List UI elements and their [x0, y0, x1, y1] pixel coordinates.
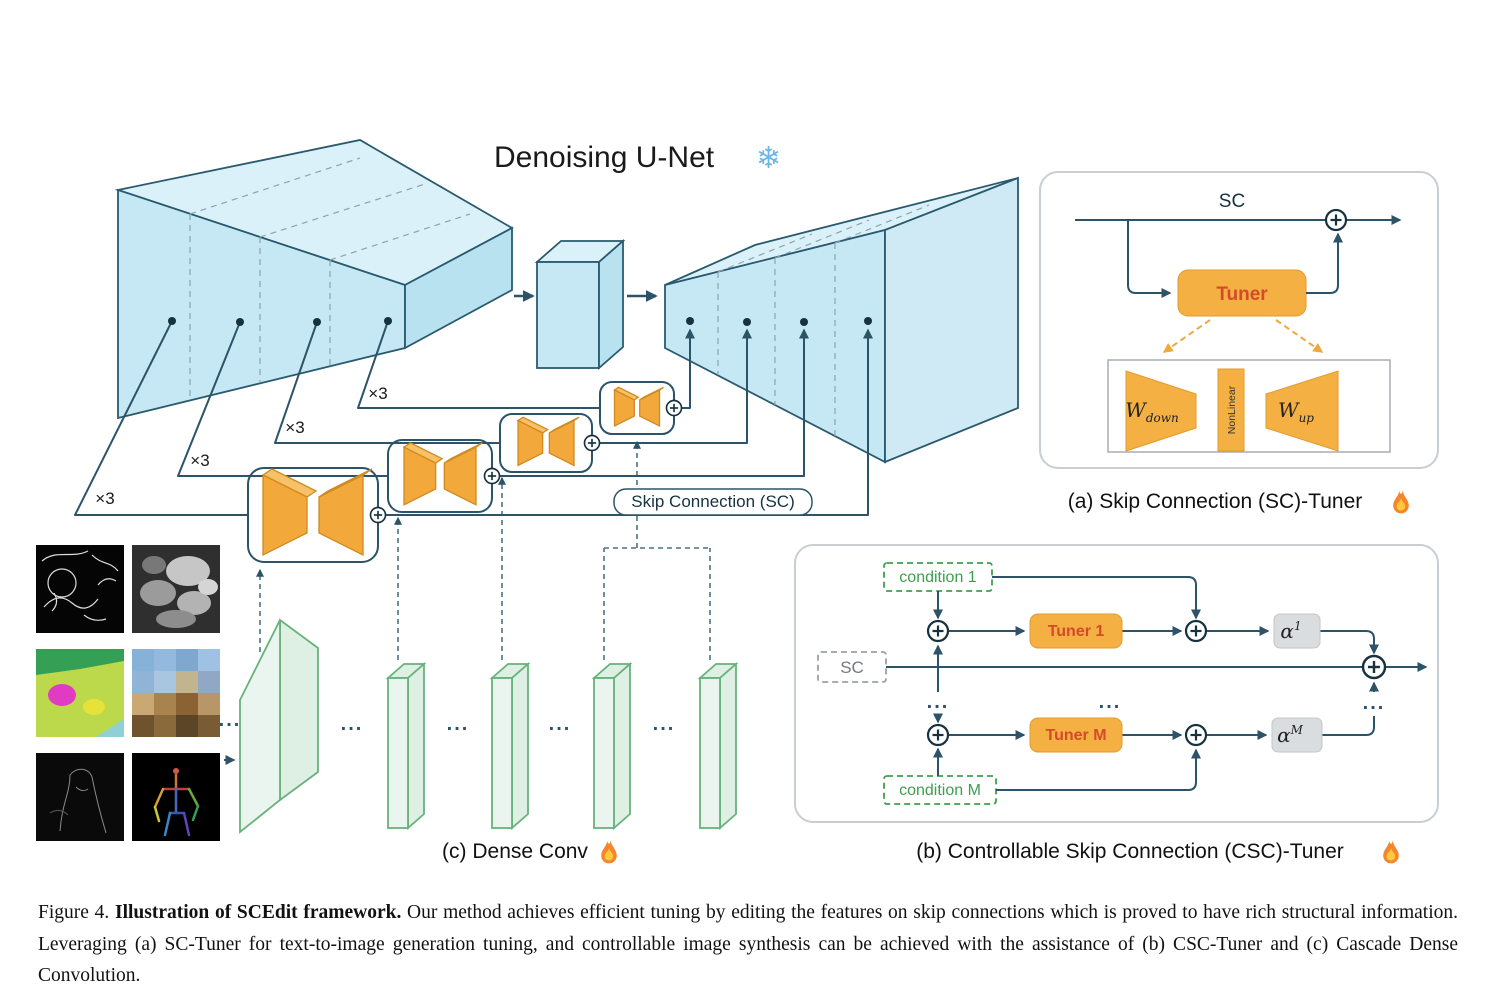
plus-circle-icon [1184, 619, 1208, 643]
snowflake-icon: ❄ [756, 142, 781, 175]
condition-image-contour-map [36, 753, 124, 841]
ellipsis: ... [447, 713, 470, 735]
skip-multiplier-label: ×3 [190, 451, 209, 470]
condition-image-grid [36, 545, 220, 841]
dense-trapezoid [239, 618, 319, 834]
nonlinear-block [1217, 368, 1245, 452]
condition-1-label: condition 1 [899, 569, 976, 586]
dense-slab [591, 662, 633, 830]
alpha-1-label: α1 [1280, 619, 1301, 643]
decoder-block [664, 176, 1019, 464]
figure-caption-label: Figure 4. [38, 902, 110, 923]
tuner-m-box [1029, 717, 1123, 753]
w-up-block [1265, 370, 1339, 452]
tuner-bowtie [517, 416, 580, 466]
plus-circle-icon [1324, 208, 1348, 232]
tuner-bowtie [262, 468, 373, 556]
nonlinear-label: NonLinear [1226, 385, 1238, 434]
condition-image-pose-map [132, 753, 220, 841]
plus-circle-icon [926, 723, 950, 747]
w-up-label: Wup [1278, 398, 1314, 425]
panel-a-caption: (a) Skip Connection (SC)-Tuner [1068, 490, 1363, 513]
encoder-block [114, 139, 514, 420]
dense-caption: (c) Dense Conv [442, 840, 588, 863]
alpha-1-box [1273, 613, 1321, 649]
condition-image-segmentation-map [36, 649, 124, 737]
plus-circle-icon [369, 506, 387, 524]
feature-dots [168, 317, 872, 326]
tuner-box-label: Tuner [1216, 284, 1268, 305]
ellipsis: ... [219, 709, 242, 731]
condition-image-pixelated [132, 649, 220, 737]
tuner-1-label: Tuner 1 [1048, 623, 1105, 640]
sc-box [817, 651, 887, 683]
sc-label: SC [1219, 191, 1245, 212]
w-down-label: Wdown [1125, 398, 1178, 425]
condition-m-label: condition M [899, 782, 981, 799]
dense-slab [489, 662, 531, 830]
skip-multiplier-label: ×3 [285, 418, 304, 437]
alpha-m-box [1271, 717, 1323, 753]
figure-caption-bold: Illustration of SCEdit framework. [114, 902, 402, 923]
ellipsis: ... [1363, 692, 1386, 714]
alpha-m-label: αM [1277, 723, 1304, 747]
tuner-m-label: Tuner M [1045, 727, 1106, 744]
fire-icon [601, 840, 617, 864]
tuner-bowtie [403, 442, 483, 506]
ellipsis: ... [1099, 691, 1122, 713]
ellipsis: ... [549, 713, 572, 735]
fire-icon [1383, 840, 1399, 864]
ellipsis: ... [927, 691, 950, 713]
figure-caption-body: Our method achieves efficient tuning by … [38, 902, 1459, 987]
condition-image-depth-map [132, 545, 220, 633]
skip-connections: ×3 ×3 ×3 ×3 Skip Connection (SC) [74, 317, 873, 563]
condition-image-edge-map [36, 545, 124, 633]
dense-slab [697, 662, 739, 830]
w-down-block [1125, 370, 1197, 452]
bottleneck-block [534, 239, 626, 370]
skip-multiplier-label: ×3 [95, 489, 114, 508]
fire-icon [1393, 490, 1409, 514]
sc-tuner-panel: SC Tuner Wdown NonLinear Wup [1039, 171, 1439, 469]
scedit-figure: Denoising U-Net ❄ SC Tuner Wdown NonLine… [36, 139, 1439, 864]
ellipsis: ... [653, 713, 676, 735]
panel-b-caption: (b) Controllable Skip Connection (CSC)-T… [916, 840, 1344, 863]
plus-circle-icon [926, 619, 950, 643]
dense-conv-group: ... ... ... ... ... [219, 440, 739, 834]
figure-caption: Figure 4. Illustration of SCEdit framewo… [38, 897, 1458, 992]
tuner-1-box [1029, 613, 1123, 649]
figure-title: Denoising U-Net [494, 141, 715, 174]
plus-circle-icon [1361, 654, 1387, 680]
skip-multiplier-label: ×3 [368, 384, 387, 403]
dense-slab [385, 662, 427, 830]
plus-circle-icon [583, 434, 601, 452]
sc-box-label: SC [840, 658, 864, 677]
tuner-bowtie [614, 387, 664, 427]
ellipsis: ... [341, 713, 364, 735]
skip-connection-label: Skip Connection (SC) [631, 492, 794, 511]
plus-circle-icon [483, 467, 501, 485]
plus-circle-icon [665, 399, 683, 417]
csc-tuner-panel: condition 1 condition M SC Tuner 1 Tuner… [794, 544, 1439, 823]
plus-circle-icon [1184, 723, 1208, 747]
